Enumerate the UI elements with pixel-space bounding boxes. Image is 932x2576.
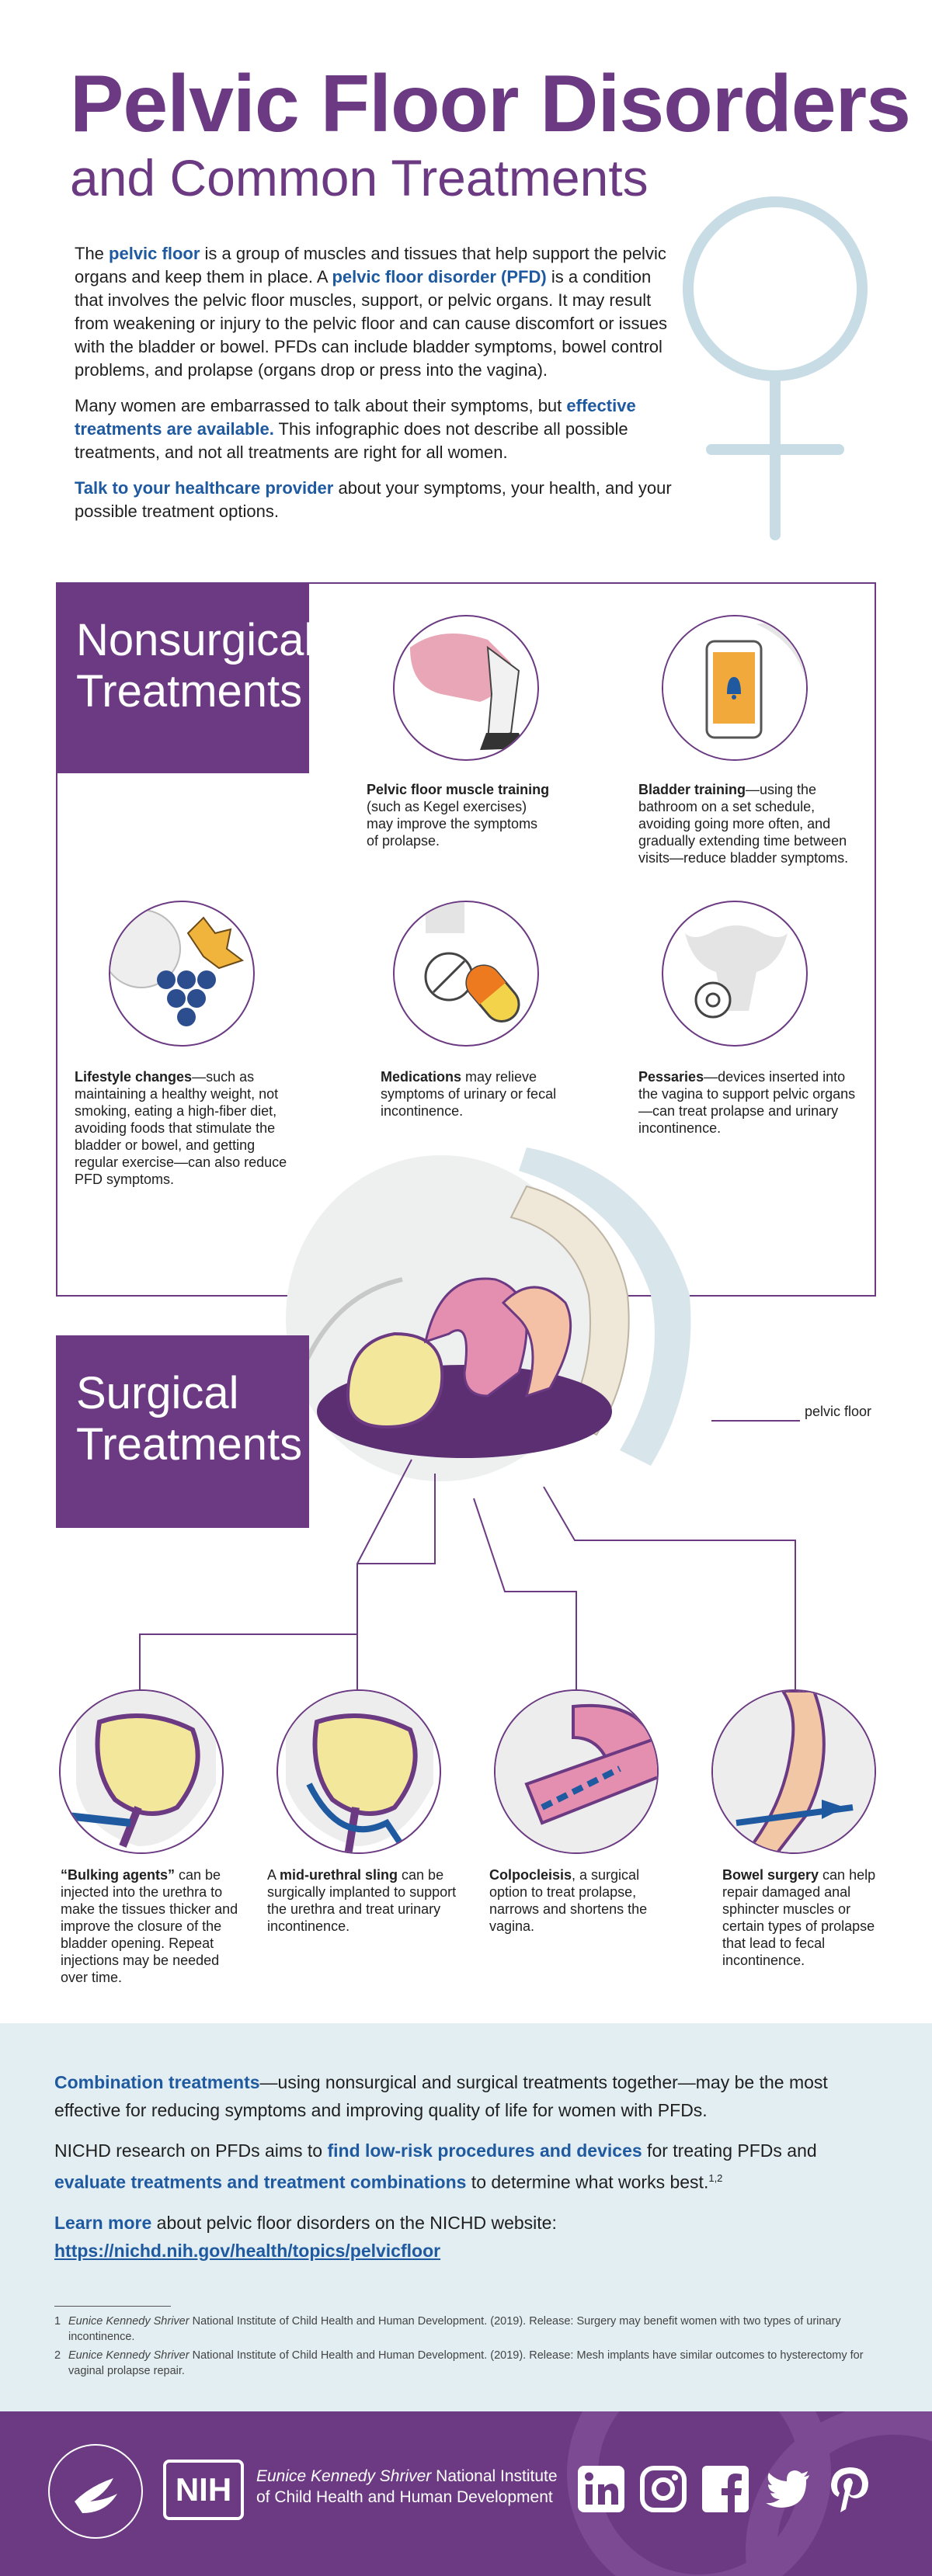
intro-paragraph-1: The pelvic floor is a group of muscles a… <box>75 244 668 380</box>
caption-bulking-agents: “Bulking agents” can be injected into th… <box>61 1867 238 1985</box>
page-subtitle: and Common Treatments <box>70 149 649 207</box>
research-paragraph: NICHD research on PFDs aims to find low-… <box>54 2140 817 2192</box>
bowel-surgery-icon <box>711 1689 876 1854</box>
combination-paragraph: Combination treatments—using nonsurgical… <box>54 2072 828 2120</box>
references-divider <box>54 2306 171 2307</box>
pelvic-floor-label: pelvic floor <box>805 1404 872 1419</box>
institute-name: Eunice Kennedy Shriver National Institut… <box>256 2467 558 2506</box>
mid-urethral-sling-icon <box>276 1689 441 1854</box>
caption-lifestyle-changes: Lifestyle changes—such as maintaining a … <box>75 1069 287 1187</box>
footer: NIH Eunice Kennedy Shriver National Inst… <box>0 2411 932 2576</box>
linkedin-icon[interactable] <box>576 2464 626 2514</box>
caption-muscle-training: Pelvic floor muscle training(such as Keg… <box>367 782 550 849</box>
combination-panel <box>0 2023 932 2411</box>
phone-alarm-icon <box>662 615 808 761</box>
female-symbol-icon <box>683 196 868 540</box>
combination-text: Combination treatments—using nonsurgical… <box>54 2068 878 2277</box>
facebook-icon[interactable] <box>701 2464 750 2514</box>
learn-more-paragraph: Learn more about pelvic floor disorders … <box>54 2212 557 2261</box>
colpocleisis-icon <box>494 1689 659 1854</box>
twitter-icon[interactable] <box>763 2464 812 2514</box>
nonsurgical-heading: Nonsurgical Treatments <box>56 582 314 773</box>
caption-bowel-surgery: Bowel surgery can help repair damaged an… <box>722 1867 876 1968</box>
caption-mid-urethral-sling: A mid-urethral sling can be surgically i… <box>267 1867 457 1934</box>
nichd-link[interactable]: https://nichd.nih.gov/health/topics/pelv… <box>54 2240 441 2261</box>
caption-pessaries: Pessaries—devices inserted into the vagi… <box>638 1069 856 1136</box>
pinterest-icon[interactable] <box>825 2464 875 2514</box>
instagram-icon[interactable] <box>638 2464 688 2514</box>
page-title: Pelvic Floor Disorders <box>70 59 911 149</box>
caption-colpocleisis: Colpocleisis, a surgical option to treat… <box>489 1867 648 1934</box>
intro-paragraph-2: Many women are embarrassed to talk about… <box>75 396 636 462</box>
caption-bladder-training: Bladder training—using the bathroom on a… <box>638 782 849 866</box>
hhs-seal-icon[interactable] <box>43 2439 148 2543</box>
uterus-pessary-icon <box>662 901 808 1047</box>
intro-text: The pelvic floor is a group of muscles a… <box>75 242 680 536</box>
fruit-icon <box>109 901 255 1047</box>
pelvic-anatomy-illustration <box>286 1147 691 1481</box>
leg-exercise-icon <box>393 615 539 761</box>
nih-logo[interactable]: NIH <box>163 2460 244 2520</box>
pills-icon <box>393 901 539 1047</box>
surgical-heading: Surgical Treatments <box>56 1335 309 1528</box>
intro-paragraph-3: Talk to your healthcare provider about y… <box>75 478 672 521</box>
bulking-agents-icon <box>59 1689 224 1854</box>
caption-medications: Medications may relieve symptoms of urin… <box>381 1069 557 1119</box>
